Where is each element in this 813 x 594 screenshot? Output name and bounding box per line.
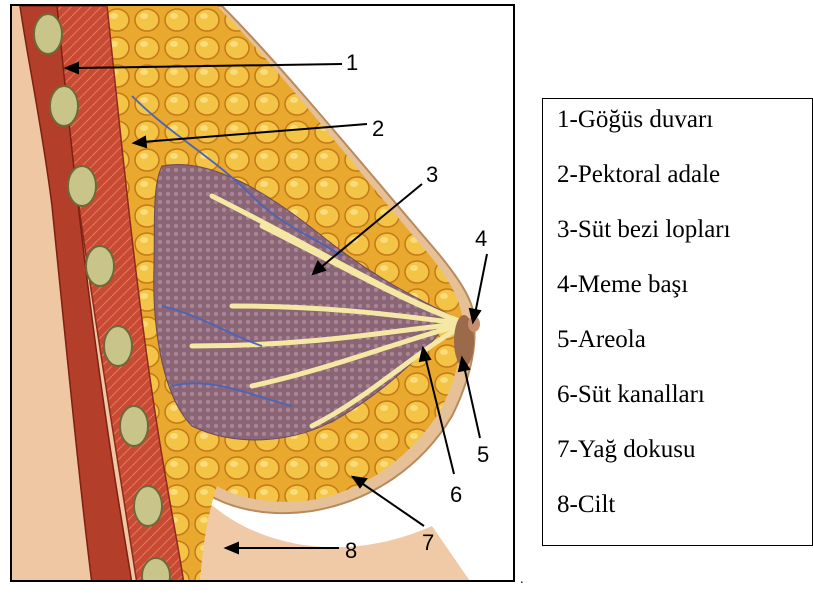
callout-7: 7 bbox=[422, 530, 434, 555]
legend-item: 4-Meme başı bbox=[557, 270, 688, 300]
legend-item: 1-Göğüs duvarı bbox=[557, 105, 713, 135]
legend-item: 5-Areola bbox=[557, 325, 646, 355]
trailing-period: . bbox=[520, 572, 524, 588]
legend-item: 2-Pektoral adale bbox=[557, 160, 720, 190]
callout-1: 1 bbox=[346, 50, 358, 75]
breast-anatomy-figure: 1 2 3 4 5 6 7 8 bbox=[10, 4, 515, 582]
legend-item: 7-Yağ dokusu bbox=[557, 435, 695, 465]
legend-item: 3-Süt bezi lopları bbox=[557, 215, 731, 245]
callout-8: 8 bbox=[345, 538, 357, 563]
legend-item: 6-Süt kanalları bbox=[557, 380, 705, 410]
callout-2: 2 bbox=[372, 116, 384, 141]
legend-box: 1-Göğüs duvarı 2-Pektoral adale 3-Süt be… bbox=[542, 98, 813, 546]
callout-4: 4 bbox=[475, 226, 487, 251]
legend-item: 8-Cilt bbox=[557, 490, 615, 520]
callout-6: 6 bbox=[450, 482, 462, 507]
breast-anatomy-illustration: 1 2 3 4 5 6 7 8 bbox=[12, 6, 515, 582]
callout-3: 3 bbox=[426, 162, 438, 187]
callout-5: 5 bbox=[477, 442, 489, 467]
